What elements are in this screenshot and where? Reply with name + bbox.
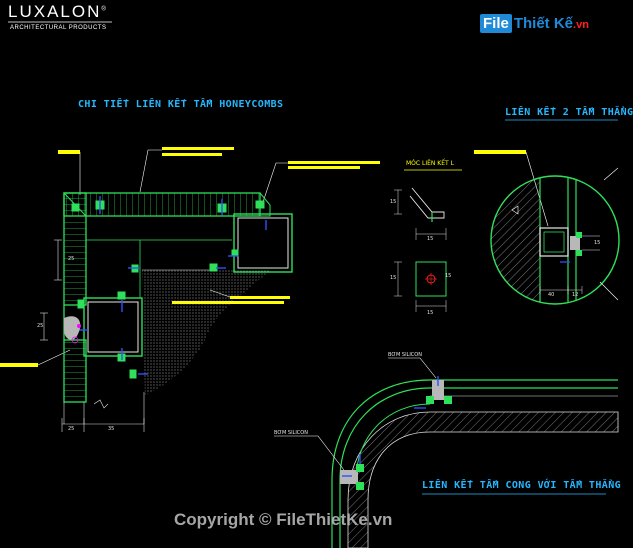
dim-25-side: 25 [68,256,75,262]
logo-subtitle: ARCHITECTURAL PRODUCTS [10,25,107,31]
brand-domain: .vn [573,19,589,31]
dim-circle-40: 40 [548,292,555,298]
title-hook: MÓC LIÊN KẾT L [406,160,454,167]
dim-circle-15: 15 [594,240,601,246]
dim-circle-12: 12 [572,292,579,298]
label-bar [288,166,360,169]
hook-l-detail [394,169,462,312]
curved-panel-detail [274,357,619,548]
annotation-silicon-left: BƠM SILICON [274,430,308,436]
title-honeycomb: CHI TIẾT LIÊN KẾT TẤM HONEYCOMBS [78,99,284,110]
label-bar [162,153,222,156]
dim-hook-15-a: 15 [427,236,434,242]
copyright-watermark: Copyright © FileThietKe.vn [174,510,393,529]
brand-thiet-ke: Thiết Kế [513,15,574,32]
registered-mark: ® [101,6,106,13]
label-bar [230,296,290,299]
label-bar [288,161,380,164]
label-bar [0,363,38,367]
title-curved: LIÊN KẾT TẤM CONG VỚI TẤM THẲNG [422,480,622,491]
dim-35-bottom: 35 [108,426,115,432]
cad-drawing [0,21,620,548]
label-bar [58,150,80,154]
luxalon-logo: LUXALON® [8,2,106,22]
annotation-silicon-top: BƠM SILICON [388,352,422,358]
two-panel-detail [474,119,620,305]
dim-hook-15-c: 15 [445,273,452,279]
dim-hook-15-b: 15 [390,275,397,281]
label-bar [162,147,234,150]
brand-file: File [480,14,512,33]
dim-25-bottom: 25 [68,426,75,432]
title-two-panels: LIÊN KẾT 2 TẤM THẲNG [505,107,633,118]
dim-25-left: 25 [37,323,44,329]
dim-hook-15-side: 15 [427,310,434,316]
honeycomb-detail [0,147,380,432]
dim-hook-15-top: 15 [390,199,397,205]
logo-name: LUXALON [8,2,102,21]
